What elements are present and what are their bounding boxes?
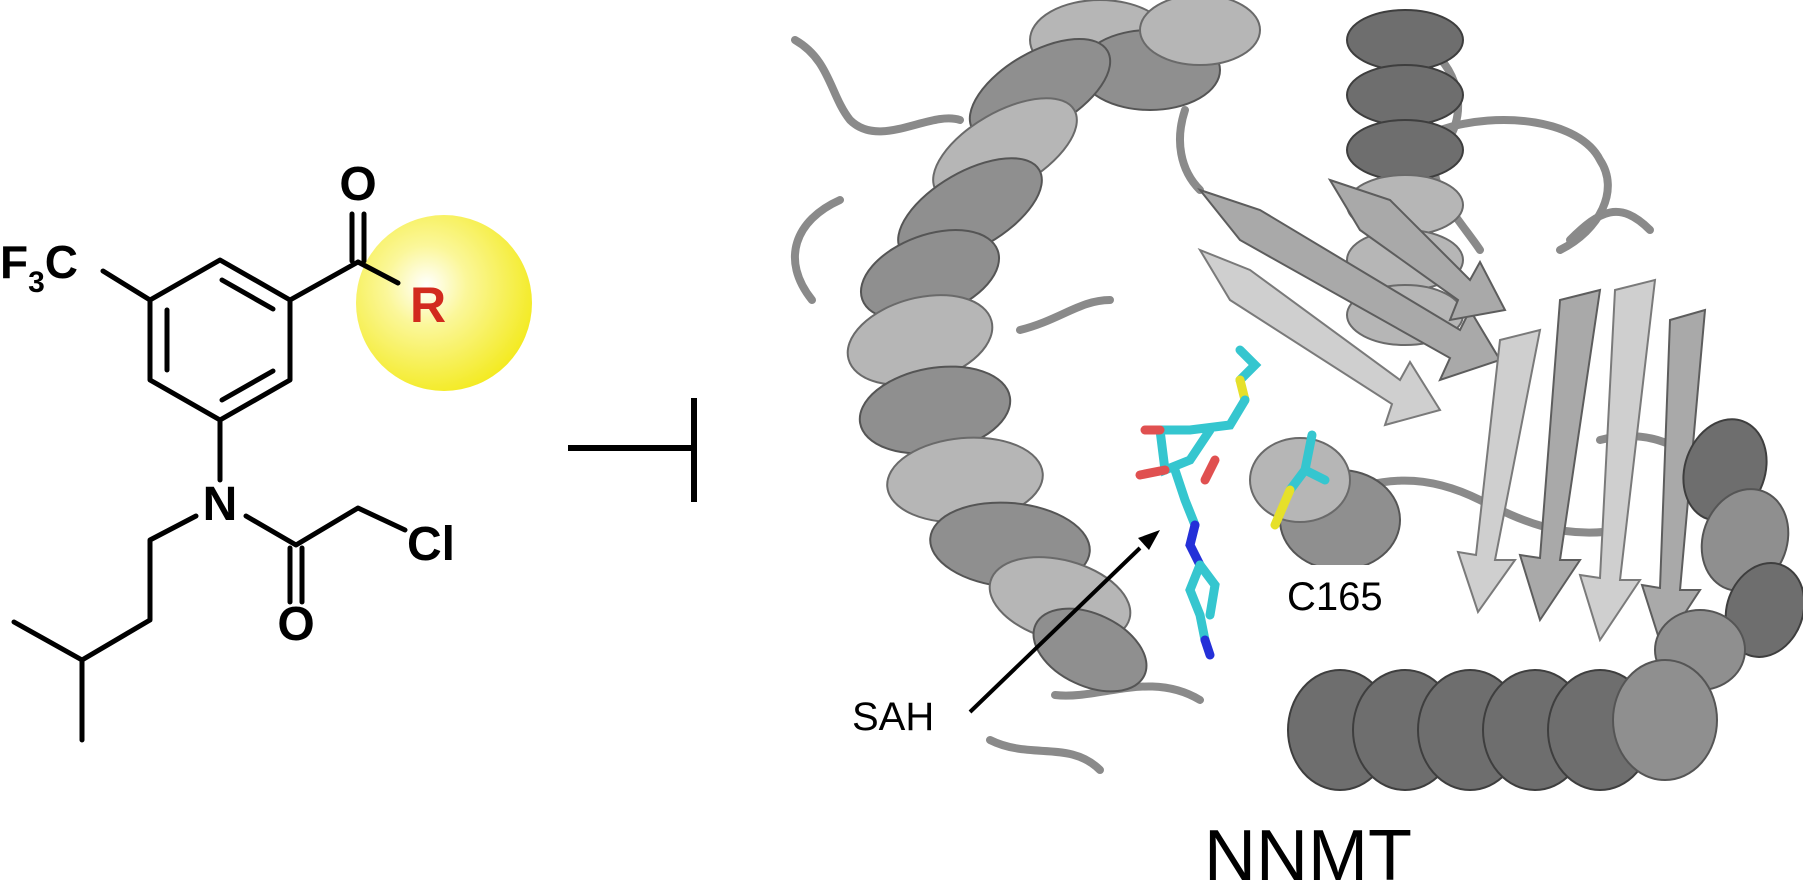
chemical-structure: F3C O R N O Cl: [0, 158, 532, 743]
atom-n: N: [203, 478, 238, 531]
beta-sheet-right: [1456, 278, 1707, 651]
helix-bottom: [1287, 659, 1718, 791]
sah-pointer-arrow: [968, 530, 1160, 714]
label-c165-background: [1270, 565, 1420, 625]
label-c165: C165: [1287, 575, 1383, 619]
benzene-ring: [147, 257, 293, 423]
atom-o-top: O: [339, 158, 376, 211]
inhibition-symbol: [568, 398, 697, 502]
protein-name-nnmt: NNMT: [1204, 816, 1412, 886]
cf3-label: F3C: [0, 236, 78, 299]
coil-right: [1566, 208, 1654, 244]
atom-cl: Cl: [407, 518, 455, 571]
chloroacetyl-chain: [243, 505, 408, 548]
ring-bonds: [147, 257, 293, 423]
sah-ligand: [1135, 345, 1262, 660]
aryl-carbonyl-bond: [287, 259, 361, 303]
isopentyl-chain: [11, 513, 199, 743]
helix-center-right: [1249, 437, 1401, 571]
atom-r-group: R: [410, 277, 446, 333]
coil-bottom-left: [986, 736, 1104, 774]
ring-double-bond-3: [219, 368, 276, 403]
r-group-highlight-circle: [356, 215, 532, 391]
c165-residue: [1270, 430, 1330, 530]
cf3-bond: [100, 268, 153, 303]
helix-left-lower: [846, 229, 1148, 693]
coil-top-left: [791, 36, 964, 136]
carbonyl-r-bond: [355, 259, 401, 286]
protein-structure: SAH C165 NNMT: [791, 0, 1803, 886]
ring-double-bond-1: [219, 277, 276, 312]
coil-center: [1016, 296, 1114, 334]
atom-o-bottom: O: [277, 598, 314, 651]
coil-top-middle: [1176, 106, 1204, 194]
coil-left: [791, 196, 844, 304]
coil-right-upper: [1436, 116, 1612, 254]
label-sah: SAH: [852, 695, 934, 739]
